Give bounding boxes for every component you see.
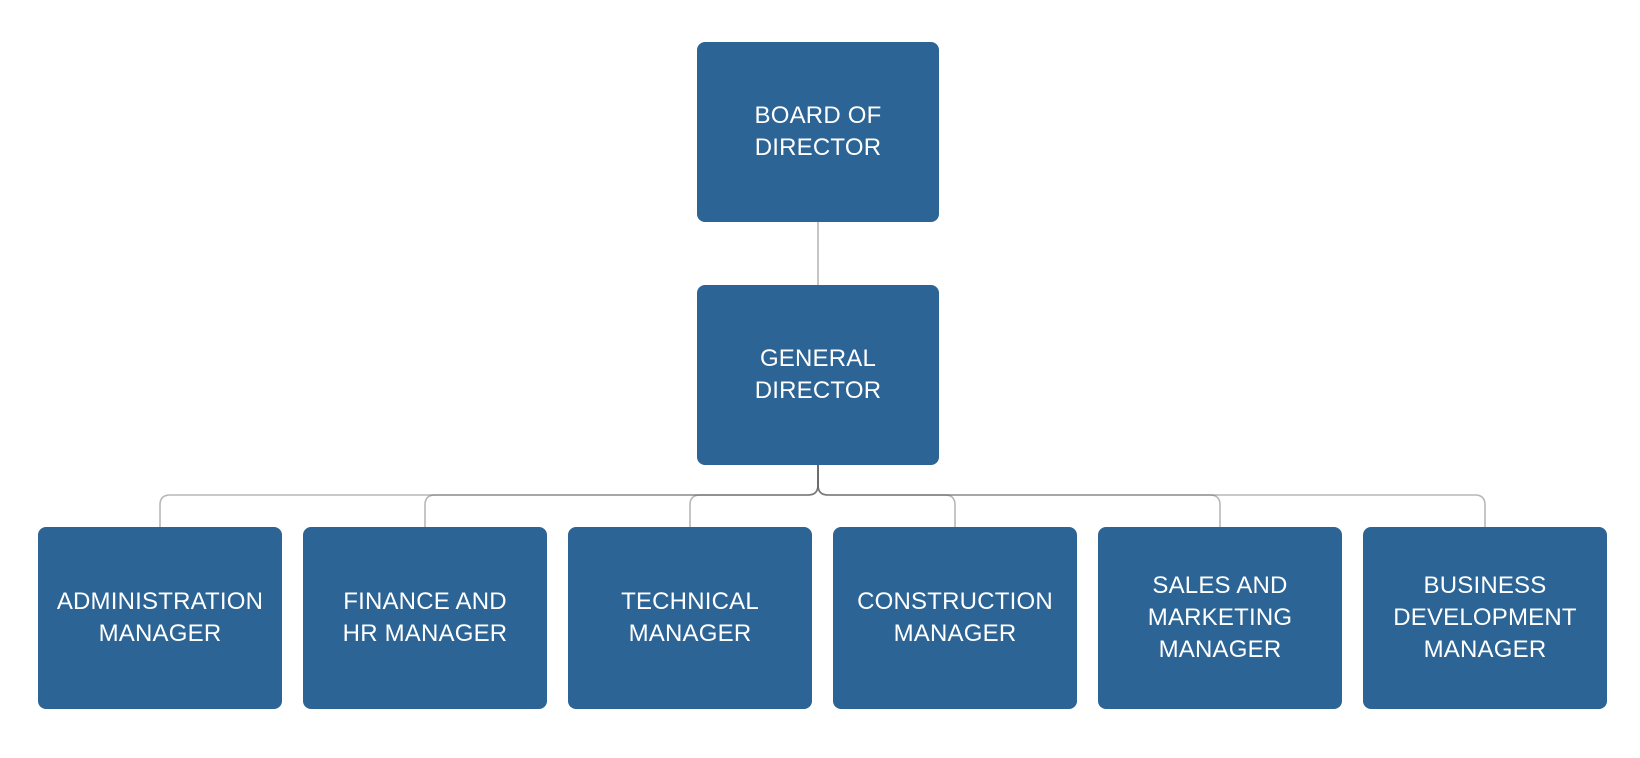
org-node-general-director[interactable]: GENERAL DIRECTOR <box>697 285 939 465</box>
connector-general-director-to-finance-and-hr-manager <box>424 465 819 527</box>
connector-general-director-to-sales-and-marketing-manager <box>817 465 1221 527</box>
connector-general-director-to-administration-manager <box>159 465 819 527</box>
org-node-label: GENERAL DIRECTOR <box>754 345 882 404</box>
connector-general-director-to-business-development-manager <box>817 465 1486 527</box>
org-node-label: SALES AND MARKETING MANAGER <box>1147 572 1293 663</box>
org-node-board-of-director[interactable]: BOARD OF DIRECTOR <box>697 42 939 222</box>
org-node-sales-and-marketing-manager[interactable]: SALES AND MARKETING MANAGER <box>1098 527 1342 709</box>
connector-general-director-to-technical-manager <box>689 465 819 527</box>
org-node-finance-and-hr-manager[interactable]: FINANCE AND HR MANAGER <box>303 527 547 709</box>
org-node-label: TECHNICAL MANAGER <box>621 588 759 647</box>
org-node-label: ADMINISTRATION MANAGER <box>56 588 264 647</box>
org-node-construction-manager[interactable]: CONSTRUCTION MANAGER <box>833 527 1077 709</box>
org-node-administration-manager[interactable]: ADMINISTRATION MANAGER <box>38 527 282 709</box>
org-node-technical-manager[interactable]: TECHNICAL MANAGER <box>568 527 812 709</box>
connector-general-director-to-construction-manager <box>817 465 956 527</box>
org-node-label: FINANCE AND HR MANAGER <box>342 588 508 647</box>
org-node-label: BUSINESS DEVELOPMENT MANAGER <box>1393 572 1577 663</box>
org-node-business-development-manager[interactable]: BUSINESS DEVELOPMENT MANAGER <box>1363 527 1607 709</box>
org-node-label: CONSTRUCTION MANAGER <box>857 588 1053 647</box>
org-node-label: BOARD OF DIRECTOR <box>754 102 882 161</box>
